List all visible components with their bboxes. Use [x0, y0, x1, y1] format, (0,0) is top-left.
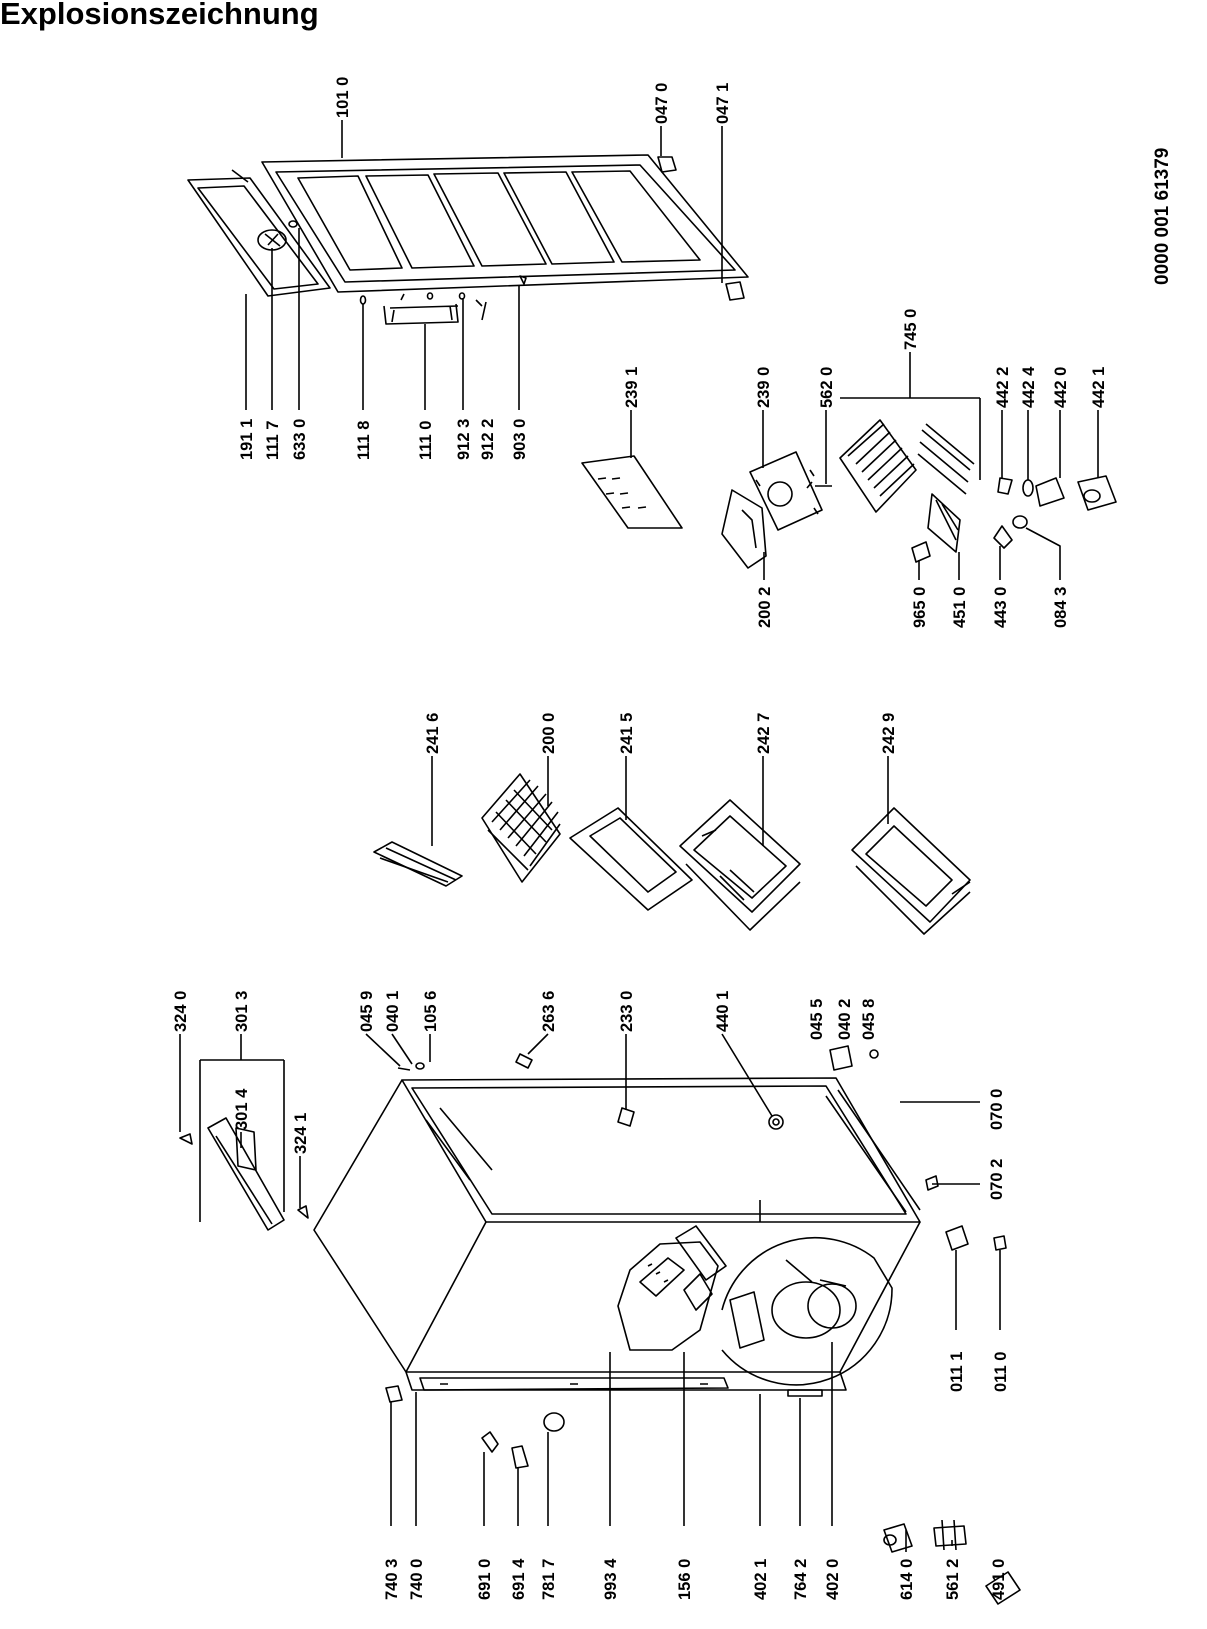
- part-label-562-0: 562 0: [818, 367, 836, 408]
- drawer-lower: [851, 807, 971, 935]
- defrost-parts: [911, 475, 1117, 563]
- part-label-011-1: 011 1: [948, 1352, 966, 1392]
- part-label-451-0: 451 0: [951, 587, 969, 628]
- part-label-263-6: 263 6: [540, 991, 558, 1032]
- part-label-633-0: 633 0: [291, 419, 309, 460]
- part-label-156-0: 156 0: [676, 1559, 694, 1600]
- part-label-040-2: 040 2: [836, 999, 854, 1040]
- part-labels: 101 0 047 0 047 1 191 1 111 7 633 0 111 …: [172, 77, 1173, 1600]
- evaporator: [839, 419, 975, 553]
- door-small-parts: [359, 156, 745, 321]
- part-label-105-6: 105 6: [422, 991, 440, 1032]
- part-label-691-4: 691 4: [510, 1558, 528, 1600]
- part-label-691-0: 691 0: [476, 1559, 494, 1600]
- part-label-903-0: 903 0: [511, 419, 529, 460]
- part-label-442-0: 442 0: [1052, 367, 1070, 408]
- drawer-upper: [679, 799, 801, 931]
- part-label-242-9: 242 9: [880, 713, 898, 754]
- part-label-740-3: 740 3: [383, 1559, 401, 1600]
- cabinet-body: [313, 1077, 921, 1391]
- part-label-965-0: 965 0: [911, 587, 929, 628]
- part-label-070-0: 070 0: [988, 1089, 1006, 1130]
- cover-panel: [581, 455, 683, 529]
- base-small-parts: [385, 1385, 1021, 1605]
- part-label-912-2: 912 2: [479, 419, 497, 460]
- fan-bracket: [749, 451, 832, 531]
- door-panel: [261, 154, 749, 293]
- wire-shelf: [481, 773, 561, 883]
- part-label-440-1: 440 1: [714, 991, 732, 1032]
- part-label-111-8: 111 8: [355, 421, 373, 460]
- part-label-442-4: 442 4: [1020, 366, 1038, 408]
- part-label-301-3: 301 3: [233, 991, 251, 1032]
- part-label-912-3: 912 3: [455, 419, 473, 460]
- page-title: Explosionszeichnung: [0, 0, 319, 31]
- fan-housing: [721, 489, 767, 569]
- part-label-324-1: 324 1: [292, 1113, 310, 1154]
- part-label-111-0: 111 0: [417, 421, 435, 460]
- part-label-111-7: 111 7: [264, 421, 282, 460]
- part-label-040-1: 040 1: [384, 991, 402, 1032]
- part-label-745-0: 745 0: [902, 309, 920, 350]
- part-label-242-7: 242 7: [755, 713, 773, 754]
- part-label-740-0: 740 0: [408, 1559, 426, 1600]
- condenser-rail: [419, 1377, 729, 1391]
- part-label-491-0: 491 0: [990, 1559, 1008, 1600]
- part-label-764-2: 764 2: [792, 1559, 810, 1600]
- part-label-045-8: 045 8: [860, 999, 878, 1040]
- part-label-011-0: 011 0: [992, 1352, 1010, 1392]
- part-label-301-4: 301 4: [233, 1088, 251, 1130]
- document-number: 0000 001 61379: [1152, 148, 1173, 285]
- part-label-200-0: 200 0: [540, 713, 558, 754]
- top-cover-bar: [207, 1117, 285, 1231]
- part-label-324-0: 324 0: [172, 991, 190, 1032]
- part-label-442-1: 442 1: [1090, 367, 1108, 408]
- compressor-detail: [721, 1236, 893, 1386]
- door-seal: [187, 169, 331, 297]
- part-label-047-0: 047 0: [653, 83, 671, 124]
- part-label-101-0: 101 0: [334, 77, 352, 118]
- part-label-443-0: 443 0: [992, 587, 1010, 628]
- part-label-070-2: 070 2: [988, 1159, 1006, 1200]
- part-label-239-1: 239 1: [623, 367, 641, 408]
- part-label-442-2: 442 2: [994, 367, 1012, 408]
- part-label-045-9: 045 9: [358, 991, 376, 1032]
- part-label-993-4: 993 4: [602, 1558, 620, 1600]
- part-label-402-1: 402 1: [752, 1559, 770, 1600]
- control-panel-detail: [617, 1225, 727, 1351]
- part-label-233-0: 233 0: [618, 991, 636, 1032]
- door-handle: [383, 303, 459, 325]
- part-label-047-1: 047 1: [714, 83, 732, 124]
- part-label-614-0: 614 0: [898, 1559, 916, 1600]
- part-label-084-3: 084 3: [1052, 587, 1070, 628]
- part-label-781-7: 781 7: [540, 1559, 558, 1600]
- shelf-strip: [373, 841, 463, 887]
- part-label-241-5: 241 5: [618, 713, 636, 754]
- part-label-239-0: 239 0: [755, 367, 773, 408]
- part-label-191-1: 191 1: [238, 419, 256, 460]
- flap-cover: [569, 807, 693, 911]
- part-label-561-2: 561 2: [944, 1559, 962, 1600]
- part-label-241-6: 241 6: [424, 713, 442, 754]
- part-label-402-0: 402 0: [824, 1559, 842, 1600]
- part-label-045-5: 045 5: [808, 999, 826, 1040]
- part-label-200-2: 200 2: [756, 587, 774, 628]
- cabinet-small-parts: [179, 1045, 1007, 1251]
